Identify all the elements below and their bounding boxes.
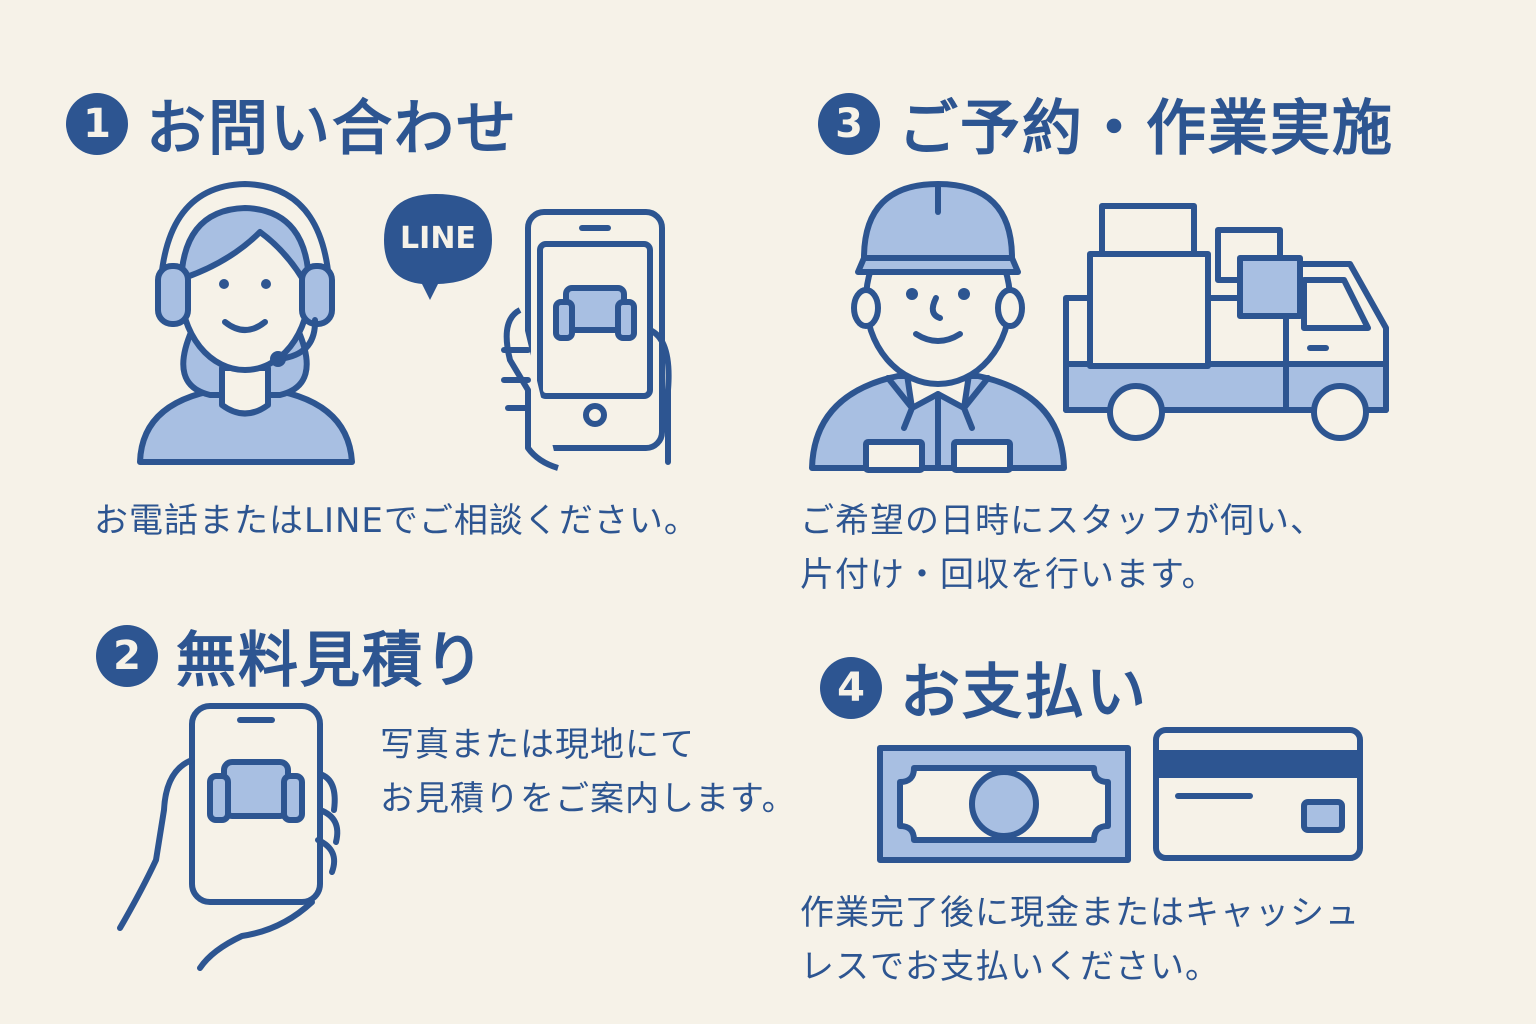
- step-1-description: お電話またはLINEでご相談ください。: [94, 494, 699, 548]
- step-2-title: 無料見積り: [176, 626, 486, 696]
- step-3-heading: 3 ご予約・作業実施: [818, 80, 1394, 167]
- step-2-number-badge: 2: [96, 624, 158, 687]
- delivery-truck-icon: [1063, 203, 1389, 441]
- step-3-description: ご希望の日時にスタッフが伺い、 片付け・回収を行います。: [800, 494, 1325, 602]
- staff-worker-icon: [809, 181, 1067, 473]
- step-4-number-badge: 4: [820, 656, 882, 719]
- step-3-description-line: ご希望の日時にスタッフが伺い、: [800, 501, 1325, 541]
- step-1-description-line: お電話またはLINEでご相談ください。: [94, 501, 699, 541]
- smartphone-hand-icon: [117, 703, 341, 971]
- banknote-icon: [877, 745, 1131, 863]
- step-2-description-line: 写真または現地にて: [380, 725, 695, 765]
- step-1-number-badge: 1: [66, 92, 128, 155]
- step-1-title: お問い合わせ: [146, 94, 518, 164]
- line-badge-text: LINE: [400, 221, 476, 256]
- step-4-heading: 4 お支払い: [820, 644, 1148, 731]
- step-2-heading: 2 無料見積り: [96, 612, 486, 699]
- step-4-description: 作業完了後に現金またはキャッシュ レスでお支払いください。: [800, 886, 1360, 994]
- step-4-description-line: 作業完了後に現金またはキャッシュ: [800, 893, 1360, 933]
- step-3-title: ご予約・作業実施: [898, 94, 1394, 164]
- step-4-description-line: レスでお支払いください。: [800, 947, 1220, 987]
- step-1-heading: 1 お問い合わせ: [66, 80, 518, 167]
- step-2-description-line: お見積りをご案内します。: [380, 779, 797, 819]
- line-chat-bubble-icon: LINE: [384, 194, 492, 300]
- operator-headset-icon: [137, 181, 355, 465]
- smartphone-hand-icon: [501, 209, 672, 471]
- step-3-number-badge: 3: [818, 92, 880, 155]
- step-2-description: 写真または現地にて お見積りをご案内します。: [380, 718, 797, 826]
- step-3-description-line: 片付け・回収を行います。: [800, 555, 1217, 595]
- step-4-title: お支払い: [900, 658, 1148, 728]
- credit-card-icon: [1153, 727, 1363, 861]
